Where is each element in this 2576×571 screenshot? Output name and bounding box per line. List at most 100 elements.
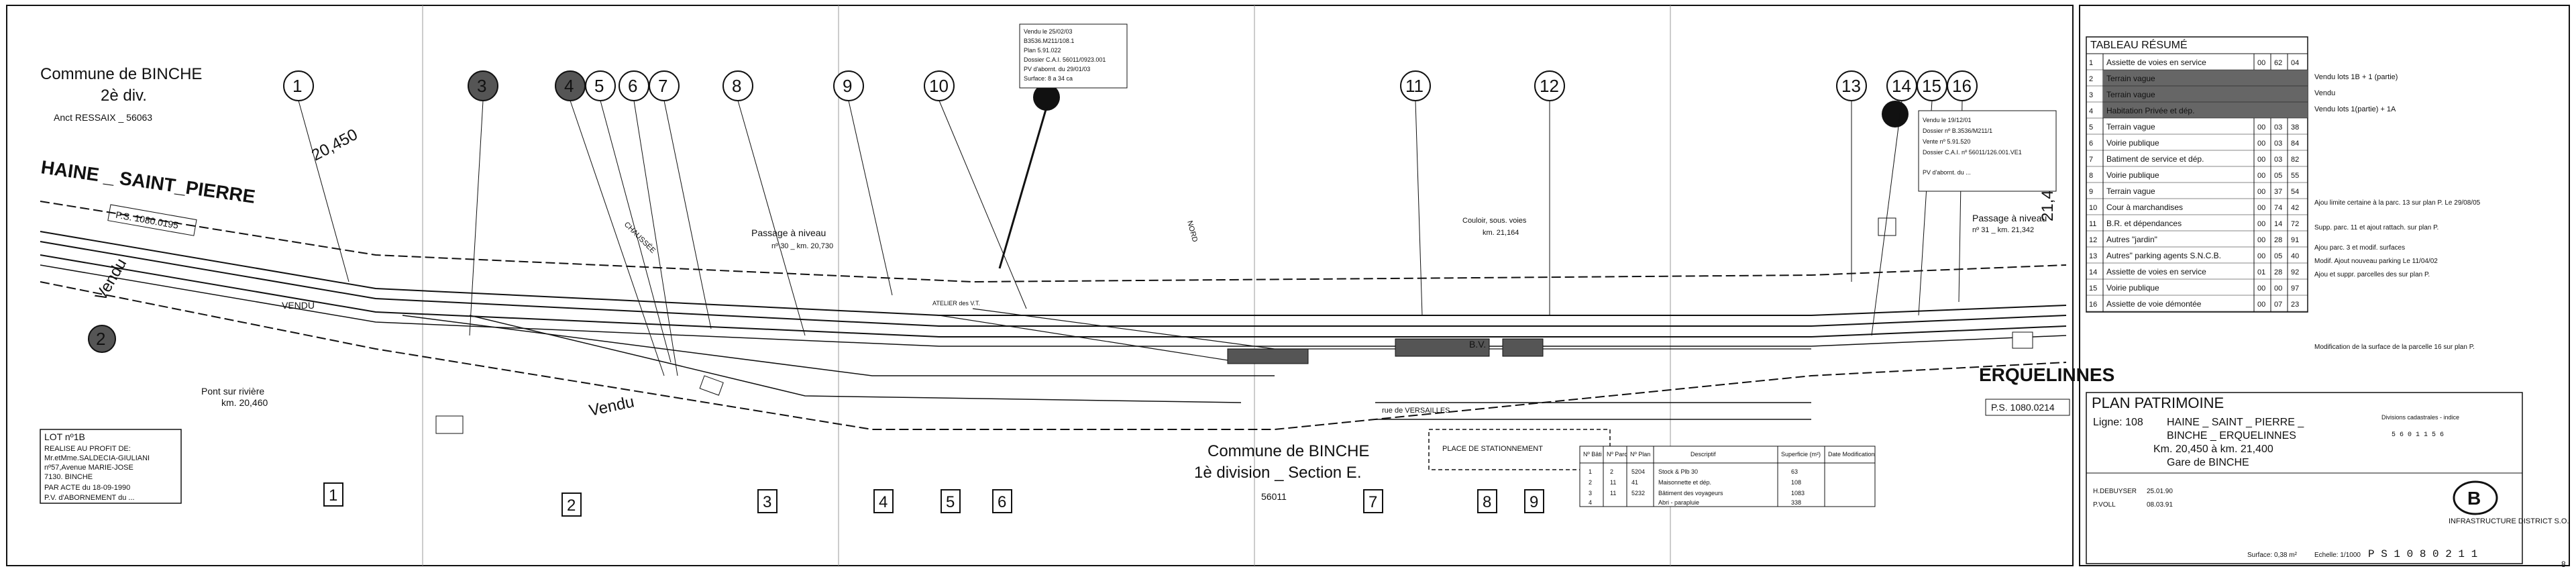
svg-text:Supp. parc. 11 et ajout rattac: Supp. parc. 11 et ajout rattach. sur pla… <box>2314 224 2438 231</box>
svg-text:P.S. 1080.0214: P.S. 1080.0214 <box>1991 402 2055 413</box>
svg-text:63: 63 <box>1791 468 1798 475</box>
resume-cell: 00 <box>2257 156 2265 164</box>
resume-cell: Voirie publique <box>2106 170 2159 180</box>
svg-text:HAINE _ SAINT _ PIERRE _: HAINE _ SAINT _ PIERRE _ <box>2167 417 2304 428</box>
resume-cell: Voirie publique <box>2106 283 2159 293</box>
parcel-marker: 1 <box>283 70 314 101</box>
resume-cell: Terrain vague <box>2106 187 2155 196</box>
svg-text:108: 108 <box>1791 479 1801 486</box>
svg-text:BINCHE _ ERQUELINNES: BINCHE _ ERQUELINNES <box>2167 430 2296 442</box>
svg-text:Ajou parc. 3 et modif. surface: Ajou parc. 3 et modif. surfaces <box>2314 244 2405 252</box>
resume-cell: 12 <box>2089 236 2097 244</box>
parcel-marker: 8 <box>722 70 753 101</box>
svg-text:338: 338 <box>1791 499 1801 506</box>
svg-text:16: 16 <box>1952 76 1972 96</box>
resume-cell: 00 <box>2257 236 2265 244</box>
sheet-number: 8 <box>2561 560 2566 569</box>
commune-bottom: Commune de BINCHE 1è division _ Section … <box>1194 442 1369 502</box>
resume-cell: 00 <box>2257 220 2265 228</box>
svg-text:INFRASTRUCTURE DISTRICT S.O.: INFRASTRUCTURE DISTRICT S.O. <box>2449 517 2569 525</box>
svg-text:Dossier C.A.I. nº 56011/126.00: Dossier C.A.I. nº 56011/126.001.VE1 <box>1923 149 2022 156</box>
resume-cell: 9 <box>2089 188 2093 196</box>
resume-cell: 03 <box>2274 140 2282 148</box>
resume-cell: Cour à marchandises <box>2106 203 2183 212</box>
resume-cell: 00 <box>2257 301 2265 309</box>
svg-text:13: 13 <box>1841 76 1861 96</box>
svg-text:Vendu: Vendu <box>588 393 636 420</box>
resume-cell: 1 <box>2089 59 2093 67</box>
pont-label: Pont sur rivière km. 20,460 <box>201 386 268 408</box>
chaussee-label: CHAUSSÉE <box>623 220 657 255</box>
svg-text:Commune de BINCHE: Commune de BINCHE <box>1208 442 1369 460</box>
svg-text:Modification de la surface de: Modification de la surface de la parcell… <box>2314 344 2475 351</box>
table-header: Nº Bâti <box>1583 451 1602 458</box>
svg-text:11: 11 <box>1610 479 1616 486</box>
table-header: Date Modification <box>1828 451 1875 458</box>
svg-text:Mr.etMme.SALDECIA-GIULIANI: Mr.etMme.SALDECIA-GIULIANI <box>44 454 150 462</box>
resume-cell: 00 <box>2257 252 2265 260</box>
resume-cell: 05 <box>2274 172 2282 180</box>
resume-cell: 7 <box>2089 156 2093 164</box>
resume-cell: 04 <box>2291 59 2299 67</box>
svg-text:08.03.91: 08.03.91 <box>2147 501 2173 509</box>
svg-text:Echelle: 1/1000: Echelle: 1/1000 <box>2314 552 2361 559</box>
svg-text:2: 2 <box>567 497 576 515</box>
resume-cell: 13 <box>2089 252 2097 260</box>
parcel-marker: 10 <box>924 70 955 101</box>
svg-text:Plan 5.91.022: Plan 5.91.022 <box>1024 47 1061 54</box>
svg-text:3: 3 <box>763 493 771 511</box>
resume-cell: 00 <box>2257 284 2265 293</box>
svg-text:Divisions cadastrales - indice: Divisions cadastrales - indice <box>2381 414 2459 421</box>
resume-cell: Assiette de voie démontée <box>2106 299 2202 309</box>
svg-text:Km. 20,450 à km. 21,400: Km. 20,450 à km. 21,400 <box>2153 444 2273 455</box>
resume-cell: 00 <box>2257 123 2265 132</box>
svg-text:LOT nº1B: LOT nº1B <box>44 431 85 442</box>
svg-text:Ajou et suppr. parcelles des s: Ajou et suppr. parcelles des sur plan P. <box>2314 271 2430 278</box>
svg-text:P.VOLL: P.VOLL <box>2093 501 2116 509</box>
lot-box: LOT nº1B REALISE AU PROFIT DE: Mr.etMme.… <box>40 429 182 504</box>
svg-text:nº57,Avenue MARIE-JOSE: nº57,Avenue MARIE-JOSE <box>44 464 133 472</box>
resume-cell: 40 <box>2291 252 2299 260</box>
resume-cell: 00 <box>2257 140 2265 148</box>
parcel-marker: 16 <box>1947 70 1978 101</box>
svg-text:7130. BINCHE: 7130. BINCHE <box>44 473 93 481</box>
resume-cell: 5 <box>2089 123 2093 132</box>
resume-cell: 28 <box>2274 268 2282 276</box>
nord-label: NORD <box>1185 220 1199 243</box>
section-box: 1 <box>323 482 343 507</box>
svg-text:Vendu lots 1(partie) + 1A: Vendu lots 1(partie) + 1A <box>2314 105 2396 113</box>
section-box: 3 <box>757 489 777 513</box>
resume-cell: 00 <box>2257 204 2265 212</box>
title-block: PLAN PATRIMOINE Ligne: 108 HAINE _ SAINT… <box>2086 392 2569 564</box>
resume-side-notes: Vendu lots 1B + 1 (partie) Vendu Vendu l… <box>2314 73 2398 113</box>
direction-right: ERQUELINNES <box>1979 364 2114 385</box>
resume-cell: 91 <box>2291 236 2299 244</box>
svg-text:1083: 1083 <box>1791 490 1805 497</box>
table-header: Descriptif <box>1690 451 1716 458</box>
resume-title: TABLEAU RÉSUMÉ <box>2090 38 2188 51</box>
svg-text:4: 4 <box>564 76 574 96</box>
resume-cell: 11 <box>2089 220 2096 228</box>
parcel-marker: 13 <box>1836 70 1867 101</box>
rue-versailles-label: rue de VERSAILLES <box>1382 407 1450 415</box>
svg-text:nº 30 _ km. 20,730: nº 30 _ km. 20,730 <box>771 242 833 250</box>
svg-text:15: 15 <box>1922 76 1941 96</box>
resume-cell: 42 <box>2291 204 2299 212</box>
resume-cell: Terrain vague <box>2106 122 2155 132</box>
dark-marker <box>1882 101 1909 127</box>
svg-text:Dossier C.A.I. 56011/0923.001: Dossier C.A.I. 56011/0923.001 <box>1024 56 1106 63</box>
svg-text:9: 9 <box>843 76 852 96</box>
vendu-labels: Vendu VENDU Vendu <box>92 256 636 420</box>
svg-text:1: 1 <box>292 76 302 96</box>
resume-cell: Autres" parking agents S.N.C.B. <box>2106 251 2221 260</box>
resume-cell: 01 <box>2257 268 2265 276</box>
svg-text:14: 14 <box>1892 76 1911 96</box>
section-box: 9 <box>1524 489 1544 513</box>
svg-text:8: 8 <box>732 76 741 96</box>
